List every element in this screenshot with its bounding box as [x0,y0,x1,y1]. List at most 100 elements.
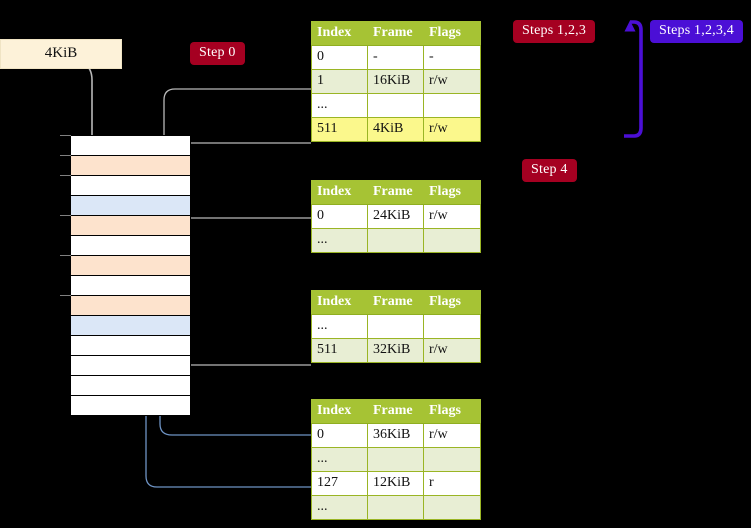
wire-pdpt-row0 [173,217,311,260]
cell-index: 0 [311,45,368,70]
table-row: 0 24KiB r/w [311,204,481,229]
badge-step-0: Step 0 [190,42,245,65]
table-row: ... [311,447,481,472]
column-header-flags: Flags [423,399,481,424]
page-table-pdpt: Index Frame Flags 0 24KiB r/w ... [311,180,481,253]
table-row: 1 16KiB r/w [311,69,481,94]
memory-frame-row [70,315,191,336]
cell-index: 511 [311,117,368,142]
memory-tick [60,135,71,136]
memory-frame-row [70,255,191,276]
memory-frame-row [70,395,191,416]
table-row: ... [311,495,481,520]
cell-frame: 4KiB [367,117,424,142]
cell-flags [423,93,481,118]
cell-frame: - [367,45,424,70]
cell-index: 0 [311,423,368,448]
table-row: ... [311,93,481,118]
memory-frame-row [70,195,191,216]
cell-flags: r/w [423,204,481,229]
column-header-index: Index [311,21,368,46]
cell-index: 1 [311,69,368,94]
badge-steps-123: Steps 1,2,3 [513,20,596,43]
memory-frame-row [70,355,191,376]
cell-index: ... [311,93,368,118]
memory-tick [60,295,71,296]
cell-frame: 36KiB [367,423,424,448]
table-header-row: Index Frame Flags [311,290,481,315]
cell-index: 511 [311,338,368,363]
cell-frame: 16KiB [367,69,424,94]
cell-flags: r [423,471,481,496]
memory-frame-row [70,135,191,156]
cell-frame [367,314,424,339]
wire-pt-row127-leg [145,414,311,488]
badge-steps-1234: Steps 1,2,3,4 [650,20,743,43]
table-header-row: Index Frame Flags [311,180,481,205]
cell-flags: r/w [423,338,481,363]
page-table-pt: Index Frame Flags 0 36KiB r/w ... 127 12… [311,399,481,520]
table-row: 127 12KiB r [311,471,481,496]
cell-flags: r/w [423,423,481,448]
page-table-pd: Index Frame Flags ... 511 32KiB r/w [311,290,481,363]
cell-index: ... [311,447,368,472]
cell-index: 127 [311,471,368,496]
cell-flags: r/w [423,117,481,142]
cell-frame [367,228,424,253]
cell-index: ... [311,228,368,253]
memory-tick [60,255,71,256]
table-row-highlighted: 511 4KiB r/w [311,117,481,142]
column-header-frame: Frame [367,180,424,205]
wire-pml4-row511 [170,142,311,160]
memory-frame-row [70,375,191,396]
cell-frame: 12KiB [367,471,424,496]
cell-index: 0 [311,204,368,229]
memory-tick [60,215,71,216]
cell-frame: 24KiB [367,204,424,229]
memory-frame-row [70,335,191,356]
cell-index: ... [311,314,368,339]
memory-frame-row [70,155,191,176]
cell-flags [423,447,481,472]
column-header-index: Index [311,180,368,205]
size-label-4kib: 4KiB [0,39,122,69]
column-header-frame: Frame [367,399,424,424]
memory-frame-column [70,135,191,416]
cell-frame [367,447,424,472]
wire-violet-return [624,20,643,138]
memory-frame-row [70,175,191,196]
column-header-index: Index [311,399,368,424]
memory-frame-row [70,235,191,256]
cell-frame [367,93,424,118]
cell-flags [423,314,481,339]
table-header-row: Index Frame Flags [311,399,481,424]
cell-flags: r/w [423,69,481,94]
column-header-flags: Flags [423,290,481,315]
table-header-row: Index Frame Flags [311,21,481,46]
column-header-index: Index [311,290,368,315]
column-header-frame: Frame [367,290,424,315]
table-row: ... [311,314,481,339]
memory-tick [60,155,71,156]
column-header-flags: Flags [423,21,481,46]
memory-frame-row [70,275,191,296]
wire-pt-row0-leg [159,414,311,436]
memory-frame-row [70,215,191,236]
table-row: 511 32KiB r/w [311,338,481,363]
table-row: ... [311,228,481,253]
table-row: 0 - - [311,45,481,70]
wire-pd-row511 [170,298,311,366]
cell-flags [423,495,481,520]
cell-frame: 32KiB [367,338,424,363]
cell-frame [367,495,424,520]
memory-tick [60,175,71,176]
cell-index: ... [311,495,368,520]
column-header-flags: Flags [423,180,481,205]
page-table-pml4: Index Frame Flags 0 - - 1 16KiB r/w ... [311,21,481,142]
column-header-frame: Frame [367,21,424,46]
table-row: 0 36KiB r/w [311,423,481,448]
cell-flags: - [423,45,481,70]
cell-flags [423,228,481,253]
memory-frame-row [70,295,191,316]
